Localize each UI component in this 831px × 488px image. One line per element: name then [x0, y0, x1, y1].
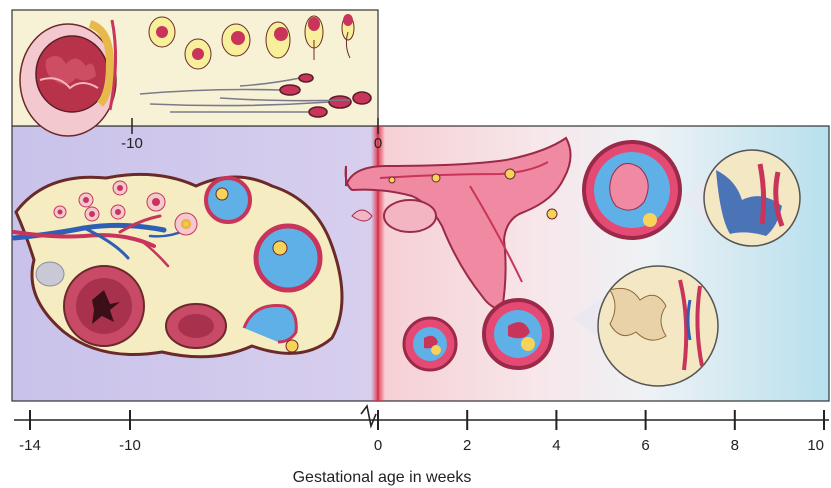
- timeline-tick-label: 0: [374, 437, 382, 454]
- timeline-title: Gestational age in weeks: [293, 469, 472, 486]
- atretic-follicle: [36, 262, 64, 286]
- zygote-in-tube-2: [432, 174, 440, 182]
- zygote-in-tube-1: [389, 177, 395, 183]
- antral-follicle-2: [256, 226, 320, 290]
- timeline-tick-label: -14: [19, 437, 41, 454]
- antral-follicle-1: [206, 178, 250, 222]
- timeline-tick-label: -10: [119, 437, 141, 454]
- inset-axis-label-minus10: -10: [121, 135, 143, 152]
- timeline-tick-label: 2: [463, 437, 471, 454]
- timeline-tick-label: 10: [807, 437, 824, 454]
- morula-in-tube: [505, 169, 515, 179]
- blastocyst-in-uterus: [547, 209, 557, 219]
- axis-break-mark: [361, 406, 376, 426]
- ovary-illustration: [14, 174, 342, 356]
- timeline-tick-label: 8: [731, 437, 739, 454]
- embryo-week-6: [584, 142, 680, 238]
- timeline-tick-label: 4: [552, 437, 560, 454]
- corpus-albicans: [166, 304, 226, 348]
- timeline-tick-label: 6: [641, 437, 649, 454]
- implanted-embryo-week-3: [484, 300, 552, 368]
- timeline-axis: -14 -10 0 2 4 6 8 10: [14, 406, 829, 454]
- inset-axis-label-0: 0: [374, 135, 382, 152]
- corpus-luteum: [64, 266, 144, 346]
- blastocyst-week-1: [404, 318, 456, 370]
